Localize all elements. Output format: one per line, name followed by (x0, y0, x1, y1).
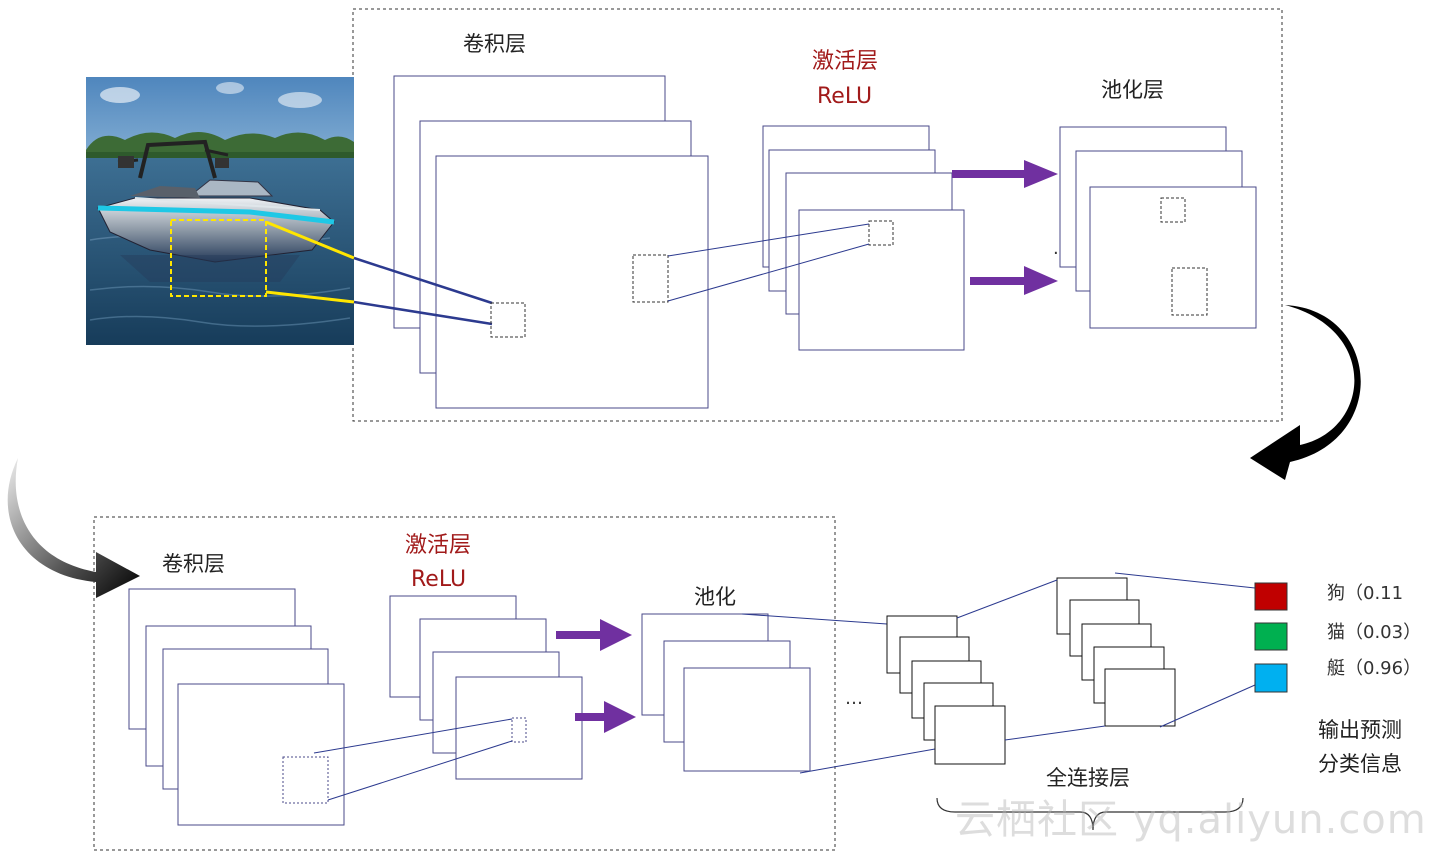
photo-to-conv-connectors (265, 220, 493, 326)
fc-brace (936, 797, 1244, 831)
top-pool-patch-b (1171, 267, 1208, 316)
stage-transition-arrow-left (7, 458, 140, 598)
bottom-conv-label: 卷积层 (162, 552, 225, 576)
bottom-stage-frame (93, 516, 836, 851)
class-label-dog-text: 狗（0.11 (1327, 583, 1404, 604)
bottom-activation-patch (511, 717, 527, 743)
top-pool-label: 池化层 (1101, 78, 1164, 102)
fc-stack-1 (886, 615, 1006, 765)
boat-photo (86, 77, 354, 345)
bottom-pool-label: 池化 (694, 585, 736, 609)
fc-label: 全连接层 (1046, 766, 1130, 790)
top-conv-label: 卷积层 (463, 32, 526, 56)
photo-receptive-field (170, 219, 267, 297)
class-label-cat: 猫（0.03） (1327, 624, 1421, 642)
top-activation-patch (868, 220, 894, 246)
top-activation-stack (762, 125, 965, 351)
top-pool-stack (1059, 126, 1257, 329)
class-label-dog: 狗（0.11） (1327, 585, 1421, 603)
output-caption-line1: 输出预测 (1318, 718, 1402, 742)
stage-transition-arrow-right (1250, 305, 1361, 480)
top-activation-sub-label: ReLU (817, 84, 873, 109)
top-stage-frame (352, 8, 1283, 422)
fc-stack-2 (1056, 577, 1176, 727)
class-label-cat-text: 猫（0.03 (1327, 622, 1404, 643)
bottom-activation-sub-label: ReLU (411, 567, 467, 592)
bottom-conv-patch (282, 756, 329, 804)
bottom-activation-to-pool-arrows (556, 619, 636, 733)
class-label-boat: 艇（0.96） (1327, 660, 1421, 678)
class-label-boat-text: 艇（0.96 (1327, 658, 1404, 679)
top-activation-label: 激活层 (812, 49, 879, 74)
bottom-conv-to-activation-connectors (313, 718, 513, 801)
bottom-conv-stack (128, 588, 345, 826)
pool-to-fc-connectors (741, 613, 936, 774)
watermark: 云栖社区 yq.aliyun.com (955, 797, 1427, 843)
class-swatch-boat (1254, 663, 1288, 693)
class-label-boat-close: ） (1403, 658, 1422, 679)
top-ellipsis: . (1053, 238, 1059, 259)
top-pool-patch-a (1160, 197, 1186, 223)
bottom-pool-stack (641, 613, 811, 772)
class-label-cat-close: ） (1403, 622, 1422, 643)
top-conv-stack (393, 75, 709, 409)
bottom-ellipsis: … (845, 688, 863, 709)
conv-to-activation-connectors (667, 223, 870, 302)
output-caption: 输出预测 分类信息 (1318, 713, 1402, 781)
top-conv-output-patch (632, 254, 669, 303)
bottom-activation-stack (389, 595, 583, 780)
fc-connectors (956, 572, 1256, 741)
top-conv-patch (490, 302, 526, 338)
class-swatch-dog (1254, 582, 1288, 611)
bottom-activation-label: 激活层 (405, 533, 472, 558)
output-caption-line2: 分类信息 (1318, 752, 1402, 776)
top-activation-to-pool-arrows (952, 160, 1058, 295)
class-swatch-cat (1254, 622, 1288, 651)
